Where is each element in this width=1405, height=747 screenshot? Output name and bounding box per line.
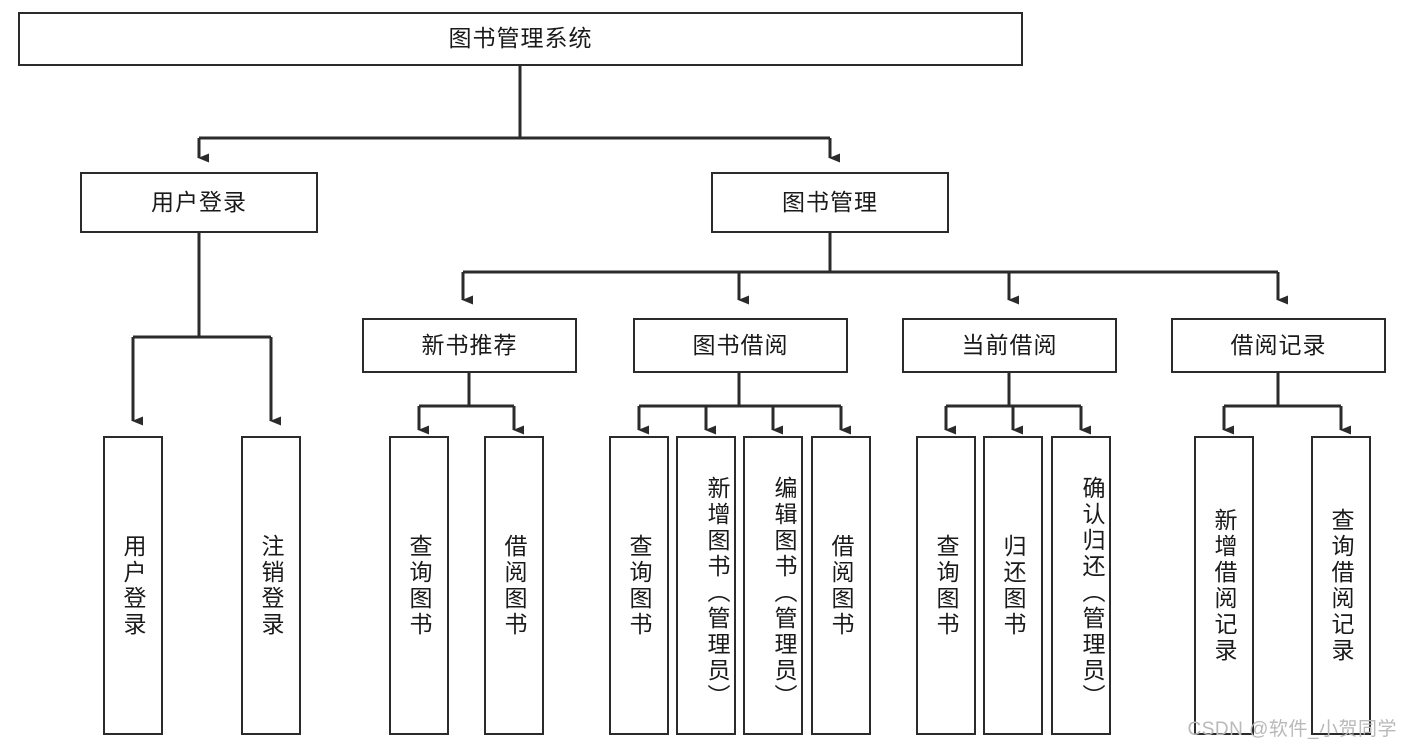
node-label: 用户登录 <box>151 188 247 215</box>
node-label: 编辑图书（管理员） <box>771 475 797 710</box>
node-user-login[interactable]: 用户登录 <box>80 172 318 233</box>
node-label: 图书管理 <box>782 188 878 215</box>
node-label: 用户登录 <box>120 533 146 638</box>
leaf-user-login-logout[interactable]: 注销登录 <box>241 436 301 735</box>
leaf-user-login-login[interactable]: 用户登录 <box>103 436 163 735</box>
node-label: 新书推荐 <box>421 331 518 358</box>
node-label: 当前借阅 <box>961 331 1058 358</box>
watermark: CSDN @软件_小贺同学 <box>1187 719 1397 740</box>
node-label: 查询图书 <box>406 533 432 638</box>
node-label: 归还图书 <box>1000 533 1026 638</box>
node-label: 新增图书（管理员） <box>704 475 730 710</box>
node-label: 查询借阅记录 <box>1328 507 1354 664</box>
leaf-new-book-borrow[interactable]: 借阅图书 <box>484 436 544 735</box>
node-label: 借阅记录 <box>1230 331 1327 358</box>
node-book-management[interactable]: 图书管理 <box>711 172 949 233</box>
leaf-borrow-record-query[interactable]: 查询借阅记录 <box>1311 436 1371 735</box>
node-label: 图书借阅 <box>692 331 789 358</box>
node-label: 查询图书 <box>933 533 959 638</box>
node-label: 注销登录 <box>258 533 284 638</box>
leaf-current-borrow-confirm-return[interactable]: 确认归还（管理员） <box>1051 436 1111 735</box>
node-new-book-recommend[interactable]: 新书推荐 <box>362 318 577 373</box>
node-borrow-record[interactable]: 借阅记录 <box>1171 318 1386 373</box>
leaf-borrow-record-add[interactable]: 新增借阅记录 <box>1194 436 1254 735</box>
node-root-system[interactable]: 图书管理系统 <box>18 12 1023 66</box>
leaf-book-borrow-add[interactable]: 新增图书（管理员） <box>676 436 736 735</box>
leaf-book-borrow-query[interactable]: 查询图书 <box>609 436 669 735</box>
node-label: 新增借阅记录 <box>1211 507 1237 664</box>
node-label: 查询图书 <box>626 533 652 638</box>
node-book-borrow[interactable]: 图书借阅 <box>633 318 848 373</box>
node-current-borrow[interactable]: 当前借阅 <box>902 318 1117 373</box>
node-label: 图书管理系统 <box>448 25 593 52</box>
leaf-new-book-query[interactable]: 查询图书 <box>389 436 449 735</box>
leaf-book-borrow-borrow[interactable]: 借阅图书 <box>811 436 871 735</box>
leaf-current-borrow-query[interactable]: 查询图书 <box>916 436 976 735</box>
node-label: 借阅图书 <box>828 533 854 638</box>
node-label: 借阅图书 <box>501 533 527 638</box>
leaf-book-borrow-edit[interactable]: 编辑图书（管理员） <box>743 436 803 735</box>
leaf-current-borrow-return[interactable]: 归还图书 <box>983 436 1043 735</box>
node-label: 确认归还（管理员） <box>1079 475 1105 710</box>
